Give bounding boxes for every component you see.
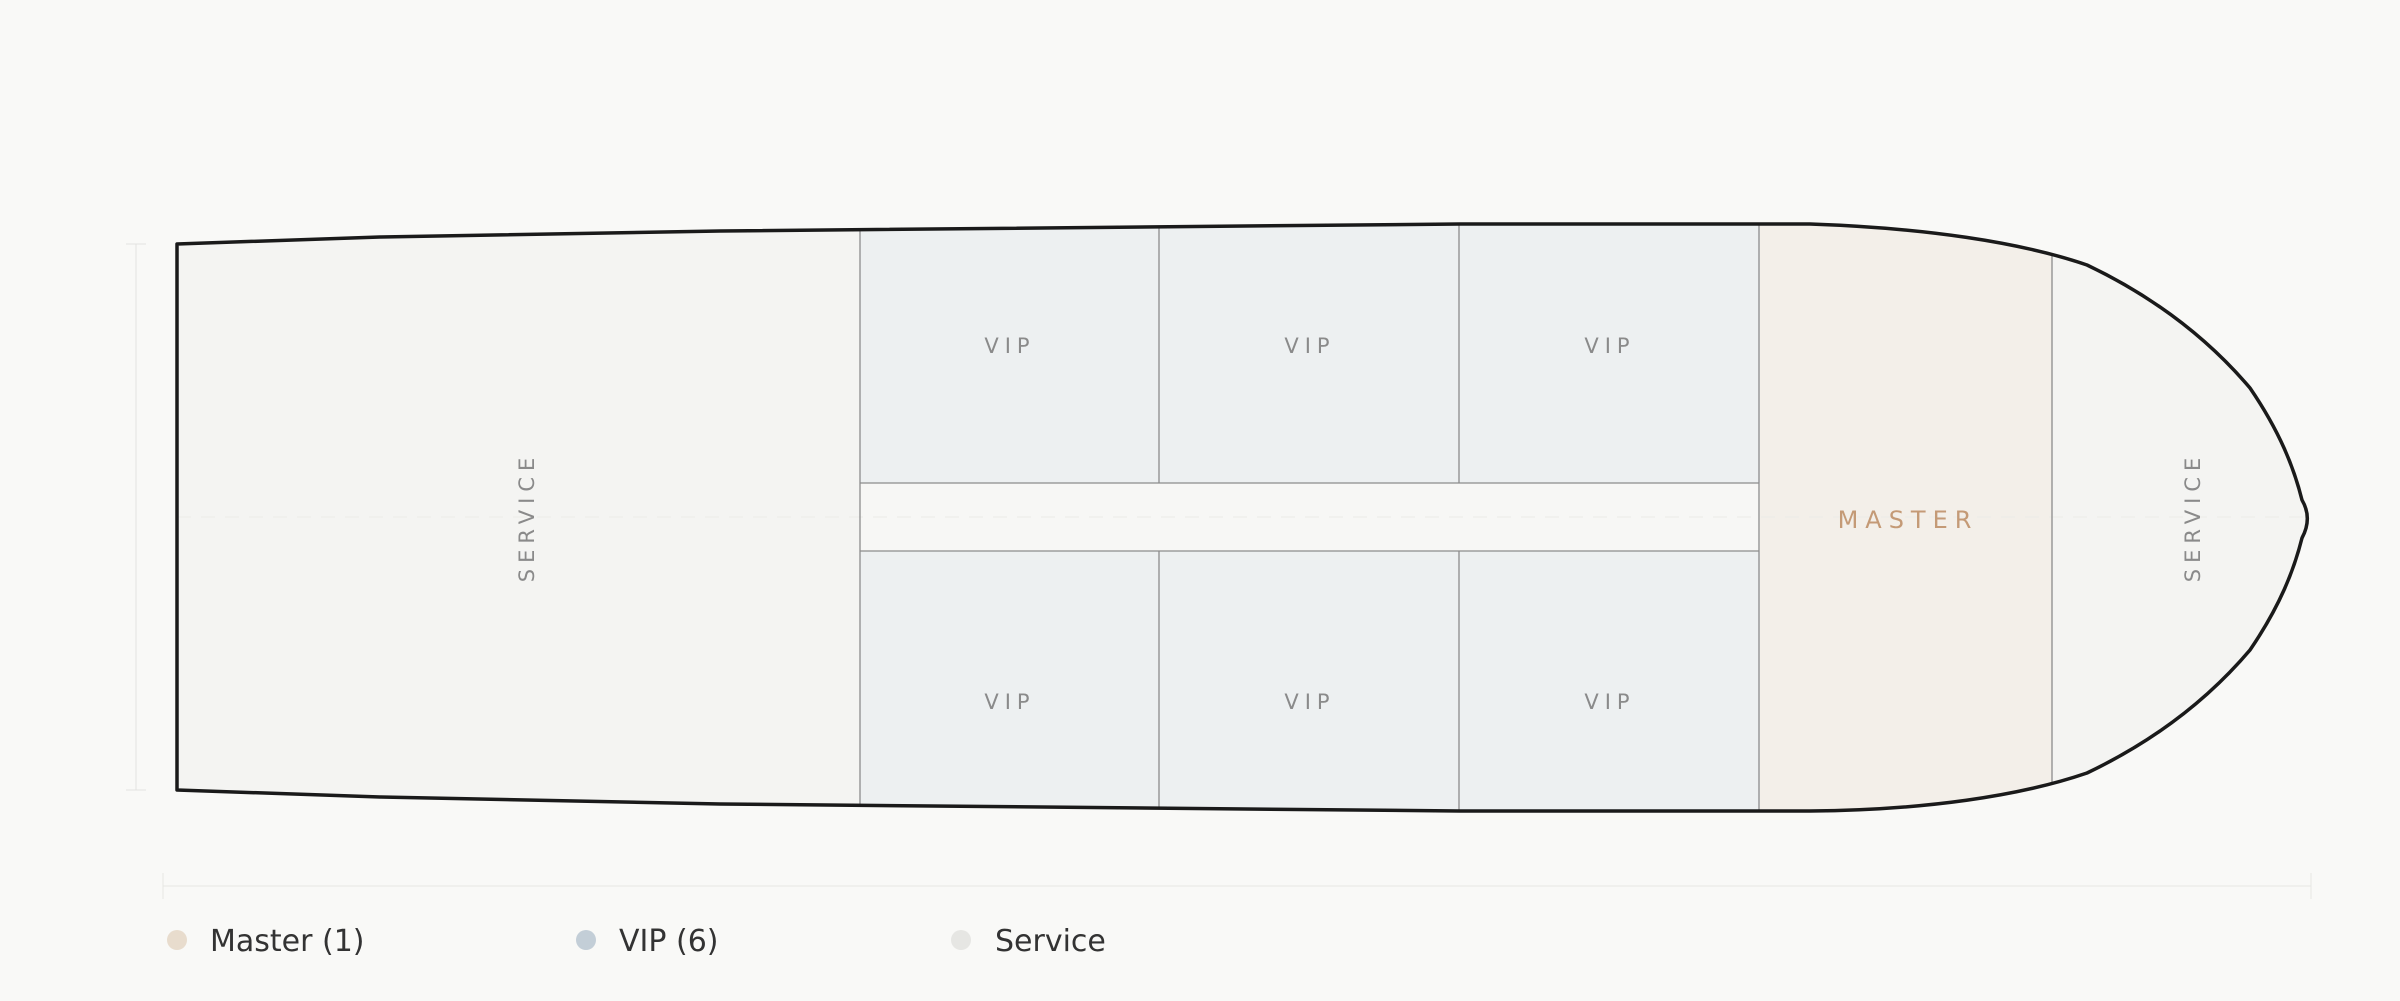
partition-walls — [859, 224, 2053, 811]
vip-cabin-3[interactable] — [1460, 215, 1760, 483]
vip-cabin-2[interactable] — [1160, 215, 1460, 483]
legend-item-master[interactable]: Master (1) — [167, 924, 364, 959]
legend-label-service: Service — [995, 924, 1106, 959]
vip-cabin-1-label: VIP — [984, 334, 1035, 358]
beam-dimension-marker — [126, 243, 146, 791]
legend-swatch-master — [167, 930, 187, 950]
length-dimension-marker — [162, 873, 2312, 899]
legend-item-vip[interactable]: VIP (6) — [576, 924, 719, 959]
hull-outline — [175, 222, 2309, 813]
vip-cabin-6-label: VIP — [1584, 690, 1635, 714]
legend-label-vip: VIP (6) — [619, 924, 719, 959]
legend-item-service[interactable]: Service — [951, 924, 1106, 959]
service-aft-label: SERVICE — [515, 452, 539, 583]
legend-swatch-service — [951, 930, 971, 950]
hull-interior — [177, 215, 2308, 821]
vip-cabin-4[interactable] — [860, 551, 1160, 821]
master-suite-label: MASTER — [1838, 506, 1979, 534]
service-bow-label: SERVICE — [2181, 452, 2205, 583]
vip-cabin-5[interactable] — [1160, 551, 1460, 821]
legend-swatch-vip — [576, 930, 596, 950]
legend: Master (1) VIP (6) Service — [167, 924, 1106, 959]
vip-cabin-6[interactable] — [1460, 551, 1760, 821]
legend-label-master: Master (1) — [210, 924, 364, 959]
vip-cabin-2-label: VIP — [1284, 334, 1335, 358]
vip-cabin-5-label: VIP — [1284, 690, 1335, 714]
vip-cabin-4-label: VIP — [984, 690, 1035, 714]
vip-cabin-1[interactable] — [860, 215, 1160, 483]
vip-cabin-3-label: VIP — [1584, 334, 1635, 358]
